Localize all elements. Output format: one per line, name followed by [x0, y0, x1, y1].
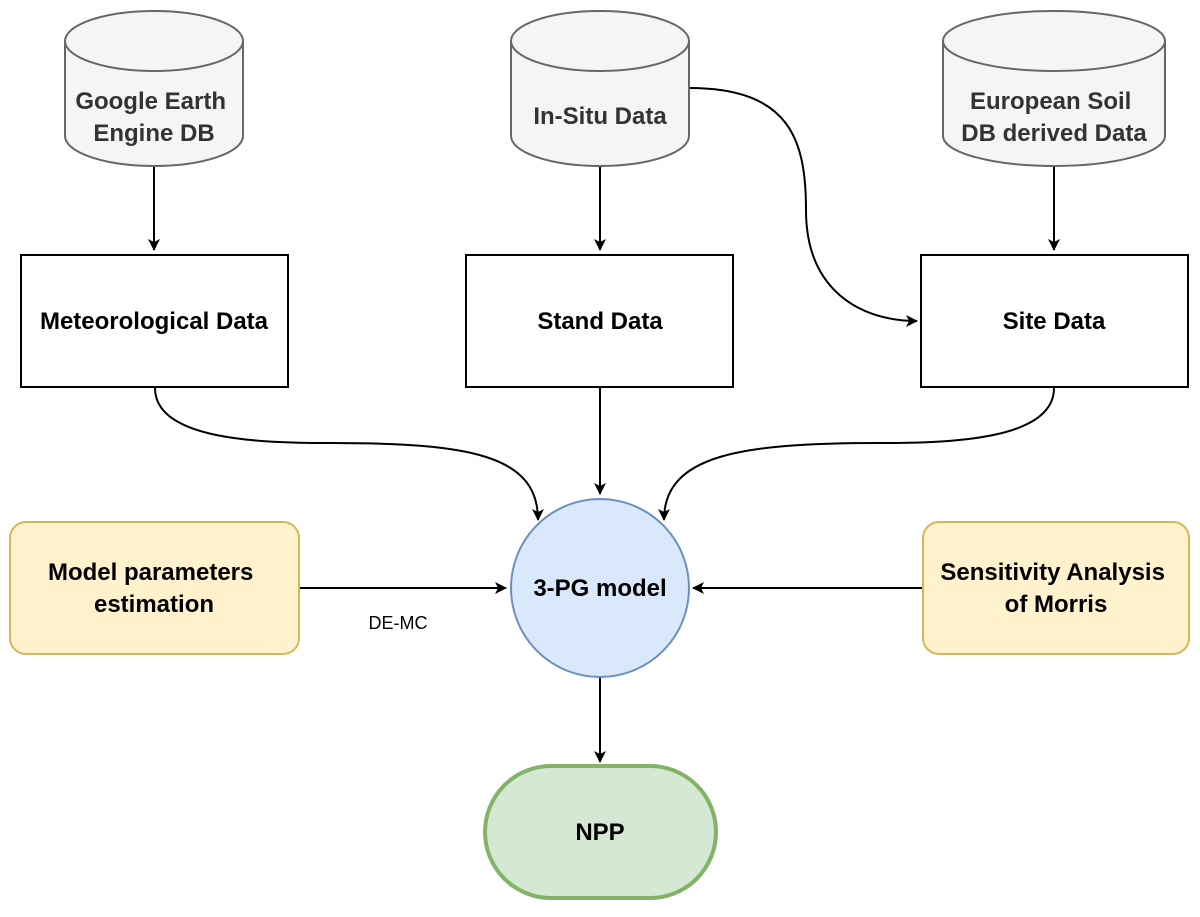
- box-sensitivity-analysis: Sensitivity Analysis of Morris: [922, 521, 1190, 655]
- box-meteorological-data: Meteorological Data: [20, 254, 289, 388]
- box-label-site-data: Site Data: [1003, 308, 1106, 335]
- box-label-sensitivity-analysis: Sensitivity Analysis of Morris: [940, 559, 1171, 618]
- box-model-parameters-estimation: Model parameters estimation: [9, 521, 300, 655]
- node-label-3pg-model: 3-PG model: [533, 575, 666, 602]
- node-3pg-model: 3-PG model: [510, 498, 690, 678]
- edge-meteo-to-model: [154, 387, 544, 521]
- edge-insitu-to-site: [688, 87, 918, 327]
- box-label-model-parameters: Model parameters estimation: [48, 559, 260, 618]
- db-label-european-soil: European Soil DB derived Data: [961, 88, 1147, 147]
- database-google-earth-engine: Google Earth Engine DB: [64, 10, 244, 167]
- database-in-situ: In-Situ Data: [510, 10, 690, 167]
- db-label-in-situ: In-Situ Data: [533, 103, 667, 130]
- node-label-npp: NPP: [575, 819, 624, 846]
- box-site-data: Site Data: [920, 254, 1189, 388]
- database-european-soil: European Soil DB derived Data: [942, 10, 1166, 167]
- db-label-google-earth-engine: Google Earth Engine DB: [75, 88, 232, 147]
- edge-label-demc: DE-MC: [369, 613, 428, 633]
- box-label-meteorological-data: Meteorological Data: [40, 308, 269, 335]
- node-npp-output: NPP: [483, 764, 718, 900]
- box-stand-data: Stand Data: [465, 254, 734, 388]
- box-label-stand-data: Stand Data: [537, 308, 663, 335]
- edge-site-to-model: [658, 387, 1055, 521]
